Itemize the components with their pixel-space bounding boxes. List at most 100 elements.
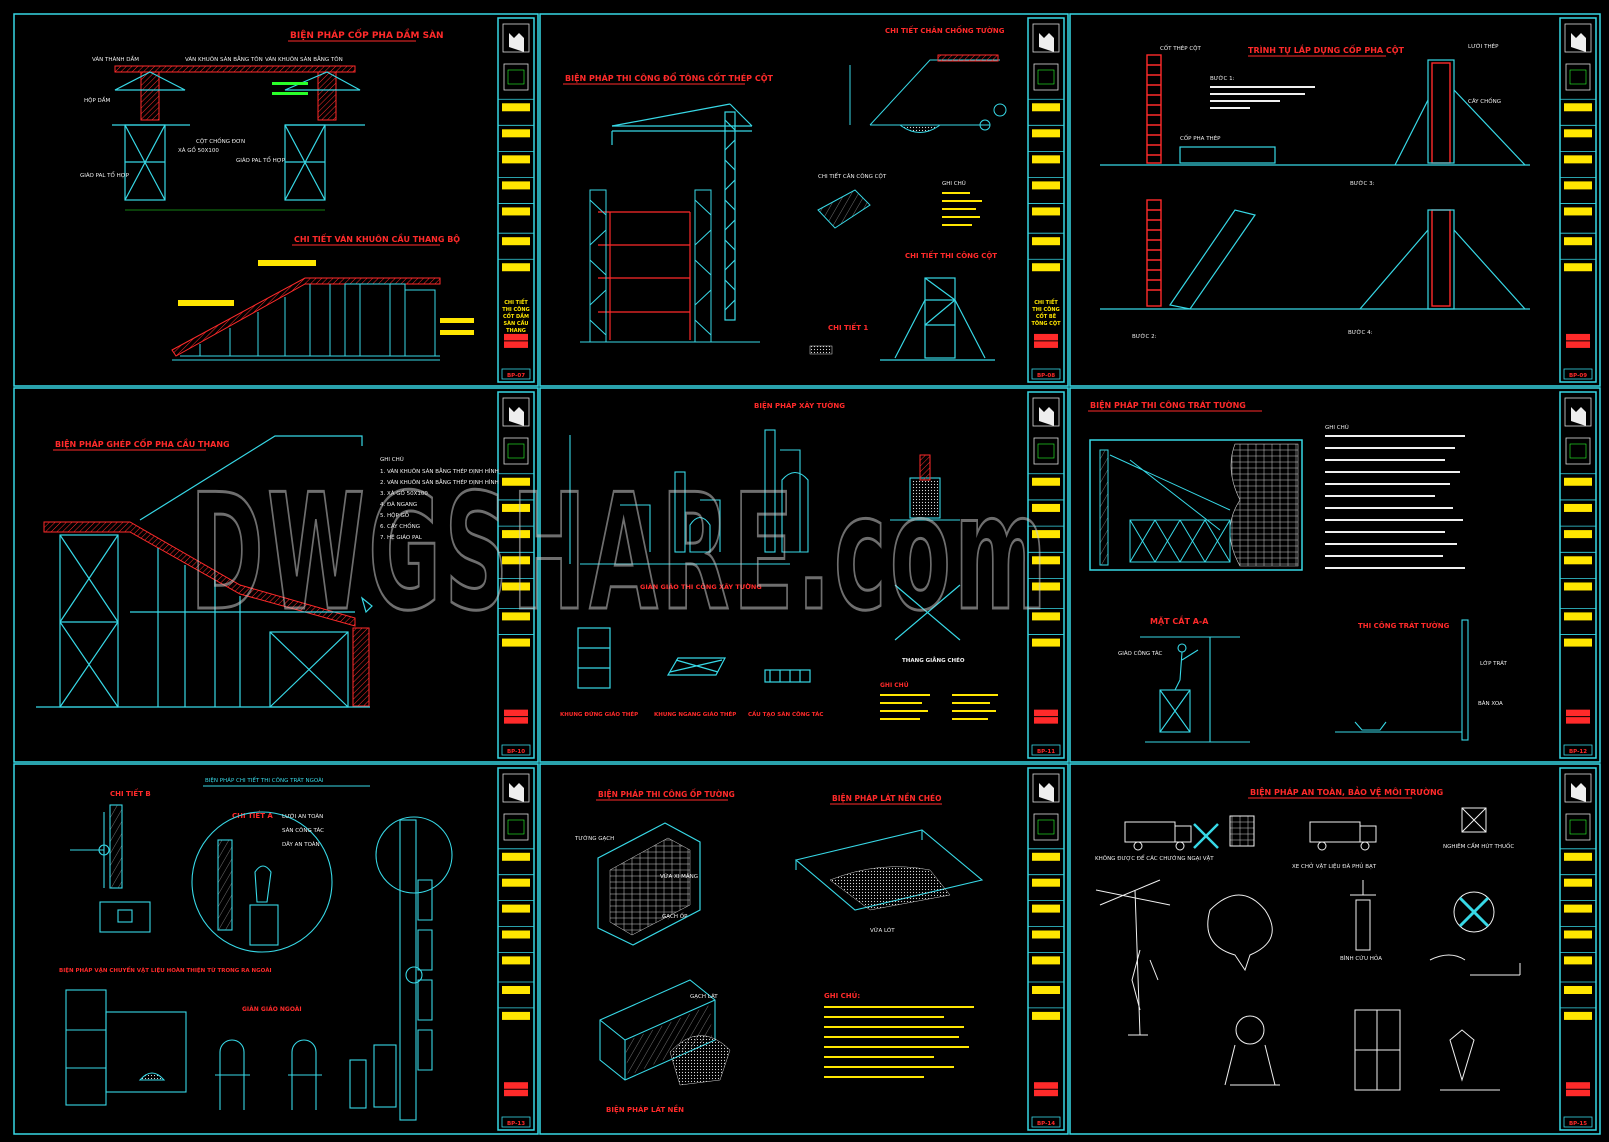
- sheet-6-drawing: BIỆN PHÁP THI CÔNG TRÁT TƯỜNG GHI CHÚ MẶ…: [1088, 399, 1507, 743]
- sheet-1-title: BIỆN PHÁP CỐP PHA DẦM SÀN: [290, 28, 444, 41]
- label: CHI TIẾT CÂN CÔNG CỘT: [818, 172, 887, 180]
- label: 6. CÂY CHỐNG: [380, 522, 420, 530]
- sheet-code: BP-12: [1569, 749, 1587, 755]
- sheet-code: BP-09: [1569, 373, 1587, 379]
- label: CỘT CHỐNG ĐƠN: [196, 137, 245, 145]
- sheet-code: BP-10: [507, 749, 525, 755]
- sheet-3-title: TRÌNH TỰ LẮP DỰNG CỐP PHA CỘT: [1248, 43, 1405, 55]
- sheet-frame-8: BP-14: [539, 763, 1069, 1135]
- label: VỮA LÓT: [870, 927, 895, 934]
- company-logo-icon: [1032, 773, 1060, 803]
- sheet-3-drawing: TRÌNH TỰ LẮP DỰNG CỐP PHA CỘT BƯỚC 1: BƯ…: [1100, 42, 1530, 340]
- sheet-1-drawing: BIỆN PHÁP CỐP PHA DẦM SÀN VÁN THÀNH DẦM …: [80, 28, 474, 361]
- sheet-code: BP-07: [507, 373, 525, 379]
- company-logo-icon: [1564, 773, 1592, 803]
- label: 7. HỆ GIÁO PAL: [380, 533, 423, 541]
- sheet-2-drawing: BIỆN PHÁP THI CÔNG ĐỔ TÔNG CỐT THÉP CỘT …: [563, 25, 1007, 361]
- label: BƯỚC 4:: [1348, 329, 1373, 336]
- sheet-code: BP-11: [1037, 749, 1055, 755]
- label: SÀN CÔNG TÁC: [282, 827, 324, 834]
- label: CÂY CHỐNG: [1468, 97, 1501, 105]
- label: VÁN KHUÔN SÀN BẰNG TÔN: [185, 55, 263, 63]
- label: GHI CHÚ: [1325, 424, 1349, 431]
- label: HỘP DẦM: [84, 96, 111, 104]
- label: BÀN XOA: [1478, 700, 1503, 707]
- sheet-8-subtitle-a: BIỆN PHÁP LÁT NỀN CHÉO: [832, 793, 942, 803]
- sheet-2-subtitle-a: CHI TIẾT CHÂN CHỐNG TƯỜNG: [885, 25, 1005, 35]
- company-logo-icon: [502, 23, 530, 53]
- sheet-6-subtitle-a: MẶT CẮT A-A: [1150, 614, 1209, 626]
- truck-icon: [1124, 815, 1377, 851]
- sheet-8-title: BIỆN PHÁP THI CÔNG ỐP TƯỜNG: [598, 789, 735, 799]
- sheet-frame-7: BP-13: [13, 763, 539, 1135]
- label: TƯỜNG GẠCH: [574, 835, 614, 842]
- company-logo-icon: [502, 773, 530, 803]
- label: LỚP TRÁT: [1480, 660, 1507, 667]
- company-logo-icon: [1564, 23, 1592, 53]
- sheet-8-drawing: BIỆN PHÁP THI CÔNG ỐP TƯỜNG BIỆN PHÁP LÁ…: [574, 789, 984, 1114]
- sheet-4-title: BIỆN PHÁP GHÉP CỐP PHA CẦU THANG: [55, 437, 230, 449]
- label: CẤU TẠO SÀN CÔNG TÁC: [748, 710, 823, 718]
- label: BƯỚC 2:: [1132, 333, 1157, 340]
- label: VÁN KHUÔN SÀN BẰNG TÔN: [265, 55, 343, 63]
- company-logo-icon: [1032, 23, 1060, 53]
- label: GẠCH LÁT: [690, 993, 718, 1000]
- label: GIÁO PAL TỔ HỢP: [236, 156, 286, 164]
- sheet-6-subtitle-b: THI CÔNG TRÁT TƯỜNG: [1358, 621, 1450, 630]
- label: GIÁO PAL TỔ HỢP: [80, 171, 130, 179]
- label: 5. HỘP GỖ: [380, 511, 410, 519]
- label: LƯỚI THÉP: [1468, 42, 1499, 50]
- label: 2. VÁN KHUÔN SÀN BẰNG THÉP ĐỊNH HÌNH: [380, 478, 499, 486]
- sheet-8-notes-title: GHI CHÚ:: [824, 991, 860, 1000]
- label: VỮA XI MĂNG: [660, 873, 698, 880]
- company-logo-icon: [1564, 397, 1592, 427]
- label: VÁN THÀNH DẦM: [92, 55, 139, 63]
- label: GHI CHÚ: [380, 456, 404, 463]
- sheet-9-title: BIỆN PHÁP AN TOÀN, BẢO VỆ MÔI TRƯỜNG: [1250, 786, 1443, 797]
- sheet-frame-3: BP-09: [1069, 13, 1601, 387]
- sheet-4-drawing: BIỆN PHÁP GHÉP CỐP PHA CẦU THANG GHI CHÚ…: [36, 435, 499, 708]
- sheet-7-subtitle-b: CHI TIẾT A: [232, 810, 273, 820]
- sheet-7-drawing: BIỆN PHÁP CHI TIẾT THI CÔNG TRÁT NGOÀI C…: [59, 776, 453, 1121]
- company-logo-icon: [1032, 397, 1060, 427]
- label: DÂY AN TOÀN: [282, 841, 320, 848]
- watermark-main: DWGSHARE.com: [190, 459, 1050, 646]
- sheet-frame-4: BP-10: [13, 387, 539, 763]
- label: CỐT THÉP CỘT: [1160, 44, 1201, 52]
- label: GHI CHÚ: [942, 180, 966, 187]
- sheet-frame-5: BP-11: [539, 387, 1069, 763]
- sheet-frame-9: BP-15: [1069, 763, 1601, 1135]
- label: GẠCH ỐP: [662, 912, 688, 920]
- sheet-code: BP-08: [1037, 373, 1055, 379]
- label: 1. VÁN KHUÔN SÀN BẰNG THÉP ĐỊNH HÌNH: [380, 467, 499, 475]
- sheet-9-drawing: BIỆN PHÁP AN TOÀN, BẢO VỆ MÔI TRƯỜNG KHÔ…: [1095, 786, 1521, 1091]
- watermark: DWGSHARE.com: [189, 458, 1050, 648]
- sheet-7-subtitle-d: BIỆN PHÁP VẬN CHUYỂN VẬT LIỆU HOÀN THIỆN…: [59, 966, 272, 974]
- label: KHÔNG ĐƯỢC ĐỂ CÁC CHƯỚNG NGẠI VẬT: [1095, 854, 1214, 862]
- sheet-5-drawing: BIỆN PHÁP XÂY TƯỜNG GIÀN GIÁO THI CÔNG X…: [560, 401, 998, 720]
- label: BÌNH CỨU HỎA: [1340, 954, 1382, 962]
- label: BƯỚC 1:: [1210, 75, 1235, 82]
- label: KHUNG NGANG GIÁO THÉP: [654, 710, 736, 718]
- sheet-7-title: BIỆN PHÁP CHI TIẾT THI CÔNG TRÁT NGOÀI: [205, 776, 324, 784]
- sheet-frame-6: BP-12: [1069, 387, 1601, 763]
- label: GIÁO CÔNG TÁC: [1118, 650, 1163, 657]
- label: BƯỚC 3:: [1350, 180, 1375, 187]
- label: NGHIÊM CẤM HÚT THUỐC: [1443, 842, 1514, 850]
- label: XE CHỞ VẬT LIỆU ĐÃ PHỦ BẠT: [1292, 862, 1377, 870]
- label: KHUNG ĐỨNG GIÁO THÉP: [560, 710, 638, 718]
- sheet-5-subtitle-a: GIÀN GIÁO THI CÔNG XÂY TƯỜNG: [640, 582, 762, 591]
- label: CỐP PHA THÉP: [1180, 134, 1221, 142]
- sheet-1-subtitle: CHI TIẾT VÁN KHUÔN CẦU THANG BỘ: [294, 232, 460, 244]
- sheet-8-subtitle-b: BIỆN PHÁP LÁT NỀN: [606, 1104, 684, 1114]
- sheet-5-subtitle-b: THANG GIẰNG CHÉO: [902, 656, 965, 664]
- sheet-7-subtitle-c: GIÀN GIÁO NGOÀI: [242, 1006, 302, 1013]
- sheet-5-title: BIỆN PHÁP XÂY TƯỜNG: [754, 401, 845, 410]
- label: XÀ GỒ 50X100: [178, 145, 219, 154]
- sheet-code: BP-13: [507, 1121, 525, 1127]
